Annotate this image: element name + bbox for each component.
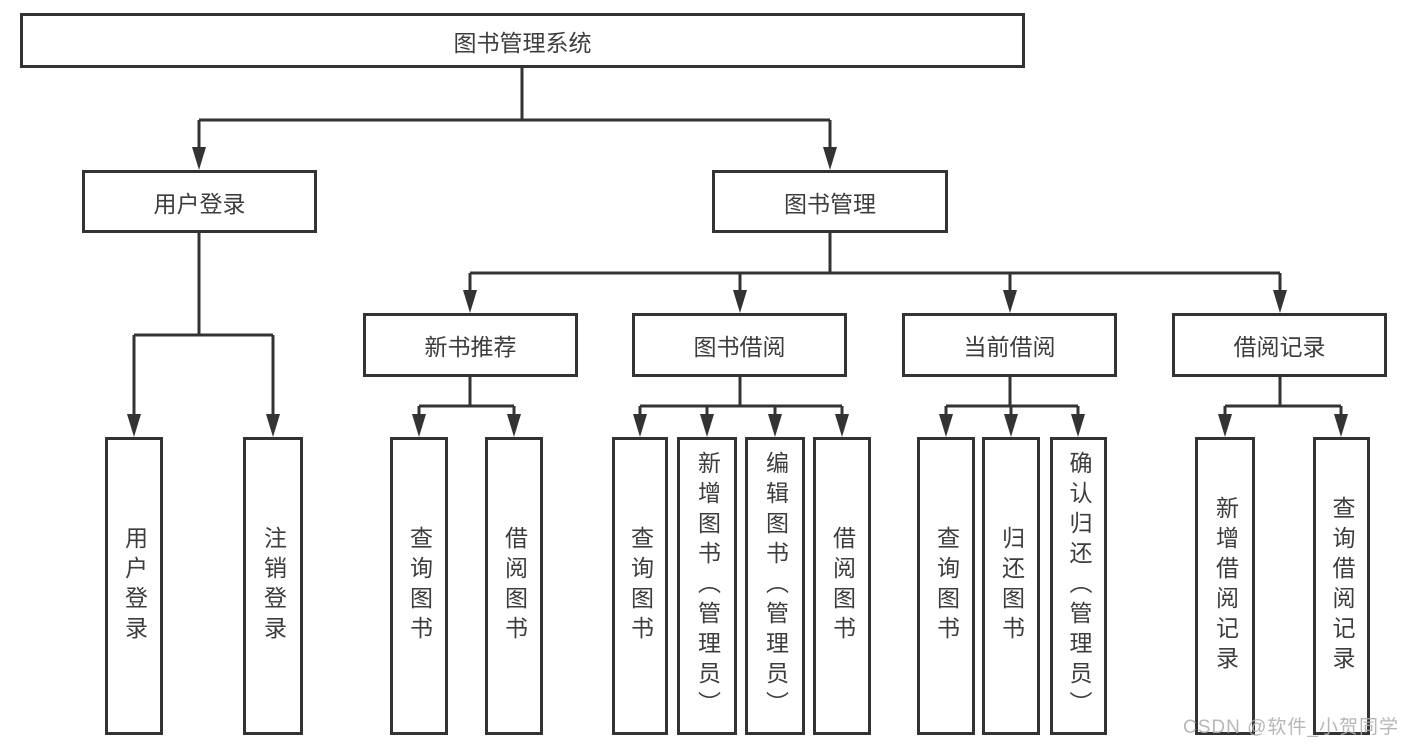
node-leaf-recommend-borrow-book: 借阅图书 (485, 437, 543, 735)
node-leaf-borrow-query-book-label: 查询图书 (627, 526, 654, 646)
node-leaf-logout: 注销登录 (243, 437, 303, 735)
arrowheads (127, 147, 1348, 437)
node-book-management-label: 图书管理 (784, 190, 876, 217)
csdn-watermark: CSDN @软件_小贺同学 (1183, 717, 1399, 738)
node-leaf-current-return-book-label: 归还图书 (998, 526, 1025, 646)
node-current-borrow: 当前借阅 (902, 313, 1117, 377)
node-book-management: 图书管理 (712, 170, 948, 233)
node-leaf-current-confirm-return-admin-label: 确认归还（管理员） (1066, 451, 1092, 721)
node-leaf-current-query-book: 查询图书 (917, 437, 975, 735)
node-leaf-borrow-borrow-book-label: 借阅图书 (829, 526, 856, 646)
node-leaf-records-add-record-label: 新增借阅记录 (1212, 496, 1239, 676)
node-user-login: 用户登录 (82, 170, 317, 233)
node-leaf-recommend-query-book-label: 查询图书 (406, 526, 433, 646)
node-leaf-logout-label: 注销登录 (260, 526, 287, 646)
node-leaf-borrow-query-book: 查询图书 (612, 437, 668, 735)
node-book-borrow-label: 图书借阅 (693, 334, 786, 360)
node-leaf-user-login: 用户登录 (105, 437, 163, 735)
node-leaf-current-return-book: 归还图书 (982, 437, 1040, 735)
node-root-system: 图书管理系统 (20, 13, 1025, 68)
node-leaf-borrow-edit-book-admin: 编辑图书（管理员） (745, 437, 805, 735)
node-leaf-records-query-record: 查询借阅记录 (1313, 437, 1370, 735)
node-leaf-recommend-borrow-book-label: 借阅图书 (501, 526, 528, 646)
node-current-borrow-label: 当前借阅 (963, 334, 1056, 360)
node-leaf-records-add-record: 新增借阅记录 (1195, 437, 1255, 735)
node-leaf-current-query-book-label: 查询图书 (933, 526, 960, 646)
node-leaf-borrow-borrow-book: 借阅图书 (813, 437, 871, 735)
node-book-borrow: 图书借阅 (632, 313, 847, 377)
node-new-book-recommend-label: 新书推荐 (424, 334, 517, 360)
node-leaf-current-confirm-return-admin: 确认归还（管理员） (1050, 437, 1107, 735)
node-root-system-label: 图书管理系统 (453, 29, 592, 56)
node-leaf-records-query-record-label: 查询借阅记录 (1329, 496, 1355, 676)
node-borrow-records-label: 借阅记录 (1233, 334, 1326, 360)
node-leaf-user-login-label: 用户登录 (121, 526, 148, 646)
node-leaf-recommend-query-book: 查询图书 (390, 437, 448, 735)
node-new-book-recommend: 新书推荐 (363, 313, 578, 377)
node-leaf-borrow-edit-book-admin-label: 编辑图书（管理员） (762, 451, 789, 721)
node-leaf-borrow-add-book-admin: 新增图书（管理员） (677, 437, 737, 735)
node-leaf-borrow-add-book-admin-label: 新增图书（管理员） (694, 451, 721, 721)
node-borrow-records: 借阅记录 (1172, 313, 1387, 377)
node-user-login-label: 用户登录 (153, 190, 246, 217)
